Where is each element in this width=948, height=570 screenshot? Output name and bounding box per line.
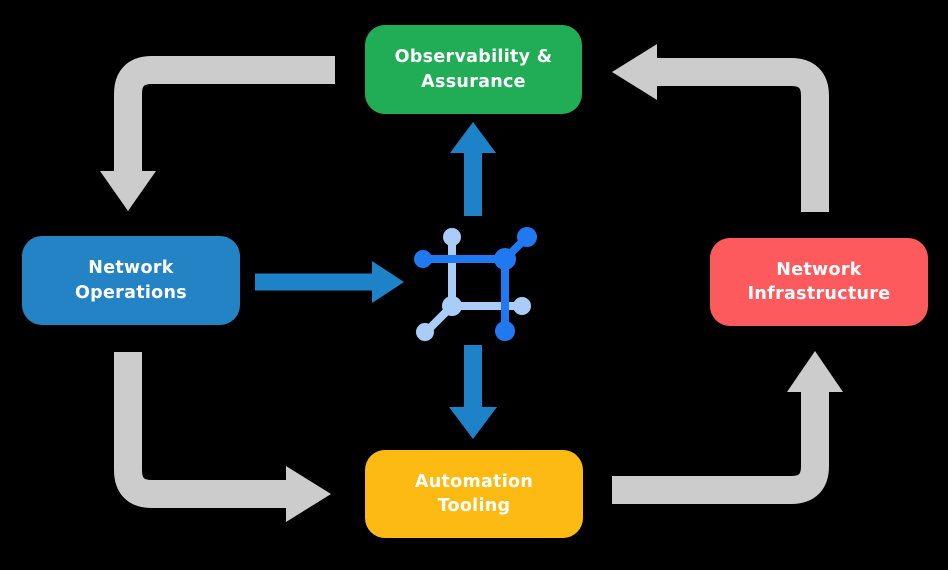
arrow-operations-to-center: [255, 261, 404, 303]
node-label-line: Tooling: [437, 496, 511, 516]
node-label-line: Assurance: [421, 71, 526, 92]
arrow-operations-to-automation: [114, 352, 331, 522]
arrow-center-to-observability: [450, 122, 496, 216]
arrow-observability-to-operations: [100, 56, 335, 211]
arrow-automation-to-infrastructure: [612, 351, 843, 504]
node-label-line: Infrastructure: [747, 284, 891, 304]
node-automation-tooling: Automation Tooling: [365, 450, 583, 538]
arrow-infrastructure-to-observability: [612, 44, 829, 212]
node-network-infrastructure: Network Infrastructure: [710, 238, 928, 326]
node-label-line: Network: [776, 259, 862, 280]
node-label-line: Operations: [75, 282, 187, 303]
node-observability-assurance: Observability & Assurance: [365, 25, 582, 114]
node-network-operations: Network Operations: [22, 236, 240, 325]
node-label-line: Observability &: [394, 47, 553, 68]
network-mesh-icon: [414, 227, 537, 341]
node-label-line: Automation: [414, 471, 534, 492]
arrow-center-to-automation: [449, 345, 497, 439]
node-label-line: Network: [88, 258, 174, 279]
